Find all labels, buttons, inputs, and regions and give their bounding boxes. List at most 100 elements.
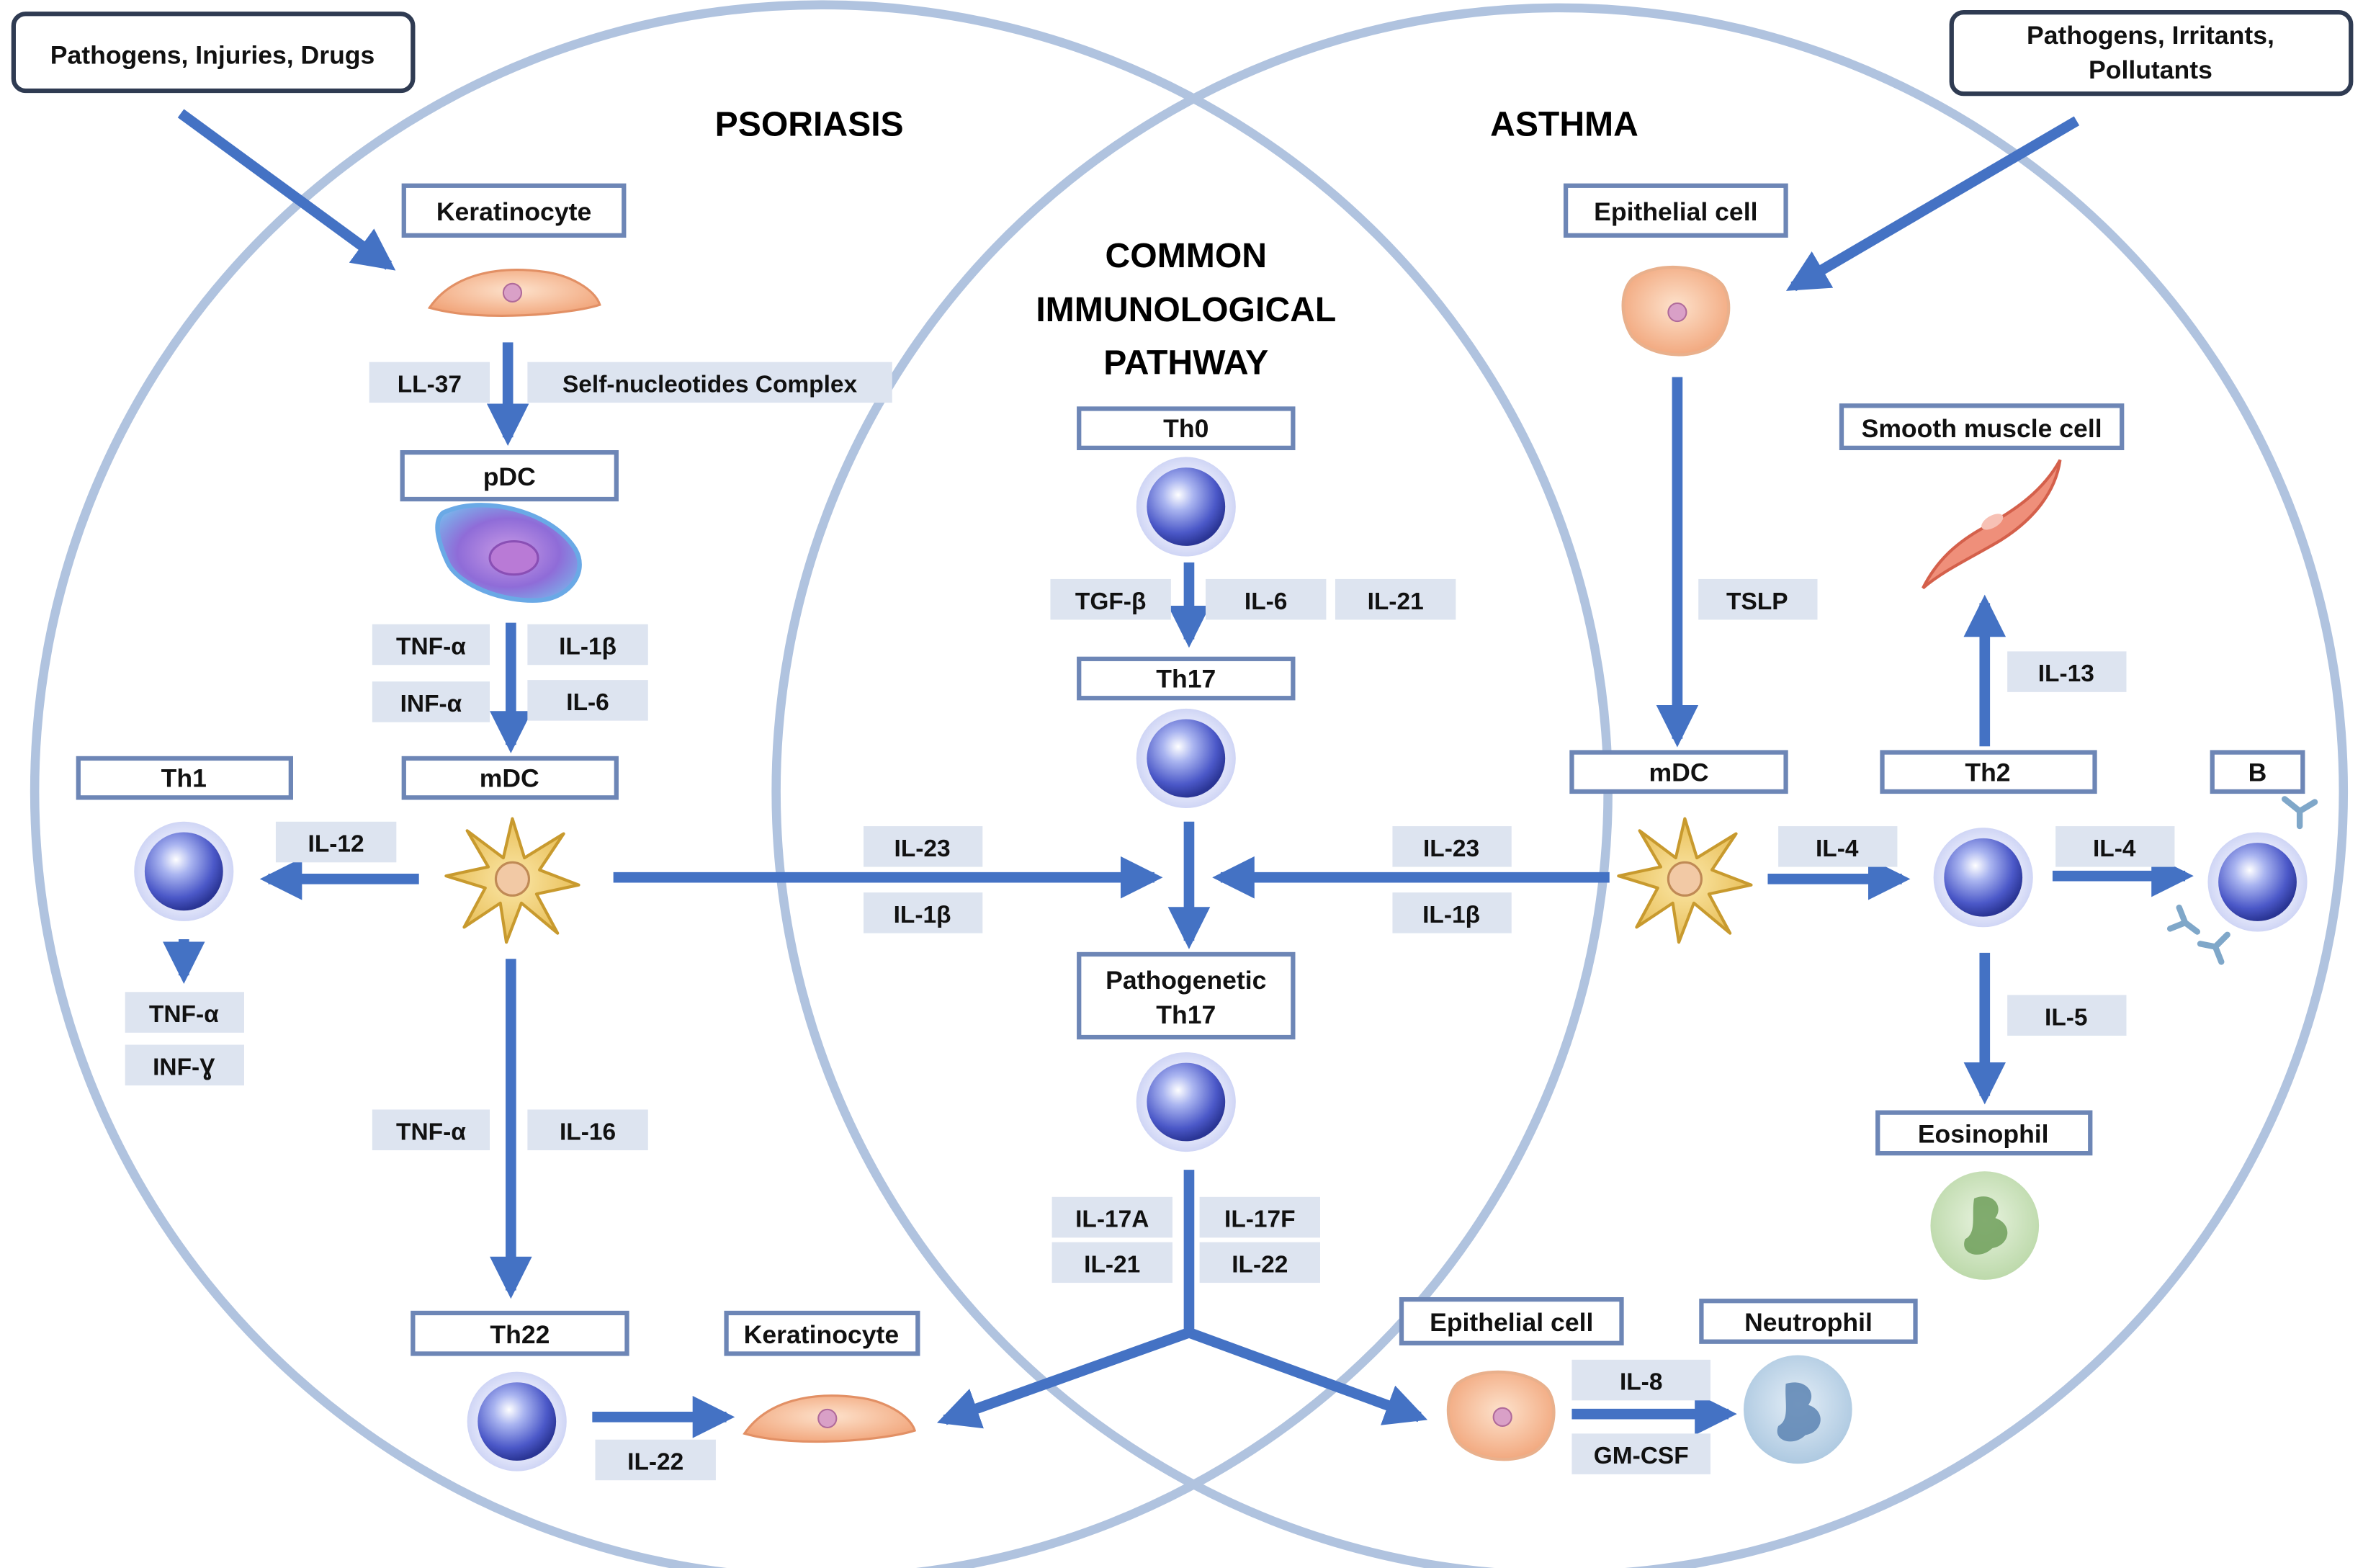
svg-text:IL-21: IL-21	[1084, 1251, 1140, 1278]
label-il21-common: IL-21	[1335, 578, 1456, 620]
label-th1: Th1	[76, 756, 293, 800]
svg-text:Keratinocyte: Keratinocyte	[744, 1320, 899, 1349]
arrow-source-right	[1785, 116, 2080, 292]
label-inf-a: INF-α	[372, 681, 490, 722]
label-il1b-1: IL-1β	[527, 624, 648, 666]
label-tgfb: TGF-β	[1050, 578, 1171, 620]
svg-text:INF-α: INF-α	[400, 691, 462, 717]
svg-text:TNF-α: TNF-α	[396, 1119, 466, 1145]
label-neutrophil: Neutrophil	[1699, 1299, 1918, 1344]
label-tnf-a-2: TNF-α	[125, 992, 244, 1033]
svg-text:IL-12: IL-12	[308, 831, 364, 858]
label-il13: IL-13	[2007, 651, 2127, 692]
svg-text:IL-4: IL-4	[1816, 835, 1859, 862]
epithelial-top-cell	[1621, 265, 1731, 357]
svg-text:GM-CSF: GM-CSF	[1594, 1443, 1689, 1469]
label-keratinocyte-bottom: Keratinocyte	[724, 1310, 920, 1356]
svg-text:Th17: Th17	[1156, 665, 1216, 694]
source-right: Pathogens, Irritants, Pollutants	[1949, 10, 2354, 97]
svg-text:LL-37: LL-37	[398, 371, 462, 398]
label-tnf-a-1: TNF-α	[372, 624, 490, 666]
label-self-nucleotides: Self-nucleotides Complex	[527, 362, 892, 403]
label-tslp: TSLP	[1698, 578, 1818, 620]
svg-text:TNF-α: TNF-α	[396, 634, 466, 660]
svg-text:IL-1β: IL-1β	[894, 902, 951, 928]
svg-text:IL-23: IL-23	[894, 835, 951, 862]
th22-cell	[467, 1371, 567, 1471]
label-il23-right: IL-23	[1392, 826, 1512, 867]
label-il4-2: IL-4	[2055, 826, 2175, 867]
svg-text:Neutrophil: Neutrophil	[1744, 1308, 1873, 1337]
title-common-3: PATHWAY	[1103, 343, 1268, 382]
mdc-psoriasis-cell	[444, 817, 580, 944]
label-il4-1: IL-4	[1778, 826, 1898, 867]
label-il22: IL-22	[595, 1439, 716, 1481]
label-il21-bottom: IL-21	[1052, 1242, 1172, 1283]
svg-text:IL-6: IL-6	[1245, 588, 1288, 615]
label-keratinocyte-top: Keratinocyte	[401, 183, 627, 238]
th17-cell	[1136, 708, 1236, 808]
title-common-1: COMMON	[1106, 236, 1267, 275]
antibody-icons	[2166, 796, 2318, 965]
svg-text:Keratinocyte: Keratinocyte	[436, 197, 591, 226]
label-pdc: pDC	[400, 450, 619, 502]
svg-text:Th17: Th17	[1156, 1000, 1216, 1029]
label-il8: IL-8	[1571, 1359, 1710, 1401]
th0-cell	[1136, 457, 1236, 557]
label-ll37: LL-37	[369, 362, 490, 403]
label-il22-bottom: IL-22	[1199, 1242, 1321, 1283]
th1-cell	[134, 821, 234, 921]
svg-text:IL-8: IL-8	[1620, 1369, 1663, 1396]
label-il17a: IL-17A	[1052, 1196, 1172, 1238]
label-epithelial-bottom: Epithelial cell	[1399, 1296, 1624, 1345]
pathogenetic-th17-cell	[1136, 1052, 1236, 1152]
svg-text:Smooth muscle cell: Smooth muscle cell	[1862, 414, 2102, 443]
mdc-asthma-cell	[1617, 817, 1753, 944]
svg-text:Pathogenetic: Pathogenetic	[1106, 966, 1266, 995]
label-th2: Th2	[1880, 750, 2097, 794]
arrows	[162, 109, 2194, 1438]
smooth-muscle-cell	[1922, 459, 2062, 590]
svg-text:Th0: Th0	[1163, 414, 1209, 443]
epithelial-bottom-cell	[1446, 1370, 1556, 1461]
title-asthma: ASTHMA	[1490, 105, 1638, 144]
arrow-stem-epithelial	[1187, 1327, 1428, 1425]
svg-text:Eosinophil: Eosinophil	[1918, 1120, 2049, 1149]
svg-text:TSLP: TSLP	[1726, 588, 1788, 615]
b-cell	[2207, 832, 2308, 932]
svg-text:IL-4: IL-4	[2093, 835, 2136, 862]
label-b: B	[2210, 750, 2305, 794]
label-il5: IL-5	[2007, 995, 2127, 1036]
source-left: Pathogens, Injuries, Drugs	[11, 12, 416, 94]
svg-text:IL-22: IL-22	[1232, 1251, 1288, 1278]
svg-text:B: B	[2248, 758, 2267, 787]
svg-text:INF-Ɣ: INF-Ɣ	[153, 1054, 215, 1080]
title-common-2: IMMUNOLOGICAL	[1036, 290, 1336, 329]
svg-text:pDC: pDC	[483, 462, 536, 491]
th2-cell	[1933, 828, 2033, 928]
label-th22: Th22	[411, 1310, 629, 1356]
label-pathogenetic-th17: Pathogenetic Th17	[1077, 951, 1296, 1040]
svg-text:IL-17A: IL-17A	[1075, 1206, 1149, 1233]
source-right-label-2: Pollutants	[2089, 55, 2212, 84]
eosinophil-cell	[1930, 1171, 2040, 1280]
svg-text:IL-13: IL-13	[2038, 660, 2094, 687]
svg-text:Self-nucleotides Complex: Self-nucleotides Complex	[562, 371, 858, 398]
label-smooth-muscle: Smooth muscle cell	[1839, 403, 2125, 451]
svg-text:TNF-α: TNF-α	[149, 1001, 219, 1028]
title-psoriasis: PSORIASIS	[715, 105, 904, 144]
label-il6-common: IL-6	[1205, 578, 1327, 620]
label-il16: IL-16	[527, 1109, 648, 1150]
svg-text:IL-16: IL-16	[560, 1119, 616, 1145]
label-epithelial-top: Epithelial cell	[1563, 183, 1788, 238]
pdc-cell	[435, 503, 582, 603]
source-left-label: Pathogens, Injuries, Drugs	[50, 40, 375, 69]
svg-text:Epithelial cell: Epithelial cell	[1594, 197, 1757, 226]
svg-text:IL-23: IL-23	[1423, 835, 1479, 862]
label-gmcsf: GM-CSF	[1571, 1433, 1710, 1474]
svg-text:IL-6: IL-6	[566, 689, 609, 716]
label-th17: Th17	[1077, 656, 1296, 701]
asthma-circle	[771, 3, 2348, 1568]
svg-text:Th22: Th22	[490, 1320, 550, 1349]
